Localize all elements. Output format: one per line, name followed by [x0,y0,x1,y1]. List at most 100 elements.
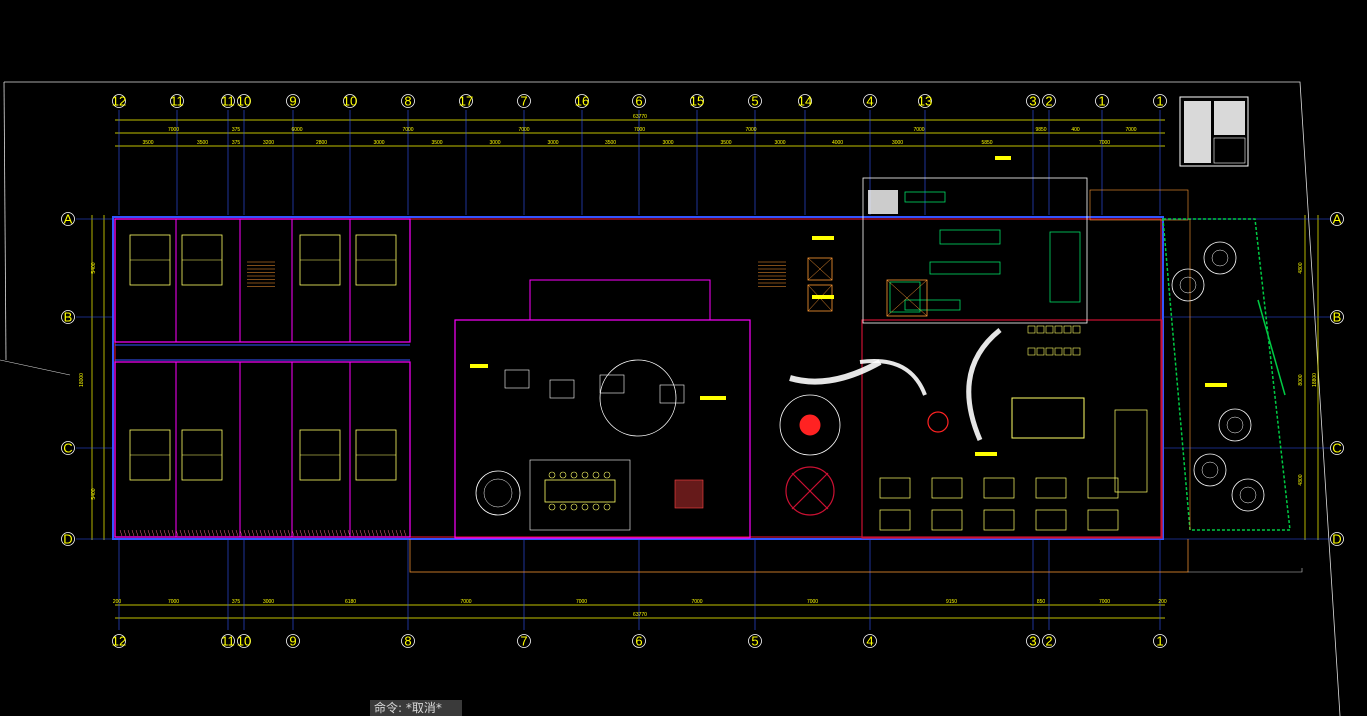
balcony-hatch [139,529,143,537]
top-axis-label: 11 [221,94,235,109]
right-dimension-lines [1304,215,1319,540]
top-dimension-text: 375 [232,127,241,133]
balcony-hatch [275,529,279,537]
chair-icon [592,471,600,479]
balcony-hatch [171,529,175,537]
top-axis-label: 15 [690,94,704,109]
chair-icon [1027,325,1036,334]
top-axis-label: 13 [918,94,932,109]
umbrella-table-inner [1211,249,1229,267]
balcony-hatch [323,529,327,537]
kitchen-equipment-icon [929,261,1001,275]
bottom-axis-label: 6 [635,634,642,649]
balcony-hatch [403,529,407,537]
balcony-hatch [339,529,343,537]
command-value: *取消* [405,701,442,715]
top-axis-label: 10 [343,94,357,109]
top-axis-label: 16 [575,94,589,109]
chair-icon [1054,347,1063,356]
top-dimension-text: 7000 [745,127,756,133]
dining-table-icon [1087,509,1119,531]
dining-table-icon [1035,477,1067,499]
top-axis-label-circle [918,94,932,108]
top-axis-label-circle [1042,94,1056,108]
right-axis-label: B [1333,310,1342,325]
umbrella-table-icon [1203,241,1237,275]
bottom-dimension-text: 850 [1037,599,1046,605]
right-dimension-text: 18800 [1312,373,1318,387]
balcony-hatch [123,529,127,537]
balcony-hatch [259,529,263,537]
chair-icon [1027,347,1036,356]
bottom-axis-label-circle [1026,634,1040,648]
chair-icon [548,503,556,511]
balcony-hatch [391,529,395,537]
umbrella-table-inner [1179,276,1197,294]
bottom-axis-label-circle [632,634,646,648]
chair-icon [592,503,600,511]
balcony-hatch [179,529,183,537]
top-axis-label: 1 [1098,94,1105,109]
top-dimension-text: 7000 [168,127,179,133]
top-dimension-text: 400 [1071,127,1080,133]
title-block[interactable] [1179,96,1249,167]
bottom-dimension-text: 7000 [807,599,818,605]
balcony-hatch [243,529,247,537]
paper-boundary-left [3,81,7,361]
kitchen-equipment-icon [1049,231,1081,303]
left-dimension-text: 5400 [91,262,97,273]
meeting-table-icon [544,479,616,503]
top-dimension-text: 3200 [263,140,274,146]
furniture-layer [119,190,1265,537]
chair-icon [1045,347,1054,356]
bottom-axis-label-circle [748,634,762,648]
chair-icon [559,503,567,511]
balcony-hatch [379,529,383,537]
top-dimension-text: 3000 [662,140,673,146]
top-dimension-text: 7000 [634,127,645,133]
kitchen-equipment-icon [939,229,1001,245]
overall-dimension-bottom: 63770 [633,612,647,618]
top-axis-label-circle [221,94,235,108]
banquet-table-icon [1011,397,1085,439]
balcony-hatch [215,529,219,537]
terrace-landscape [1162,218,1291,531]
right-axis-label-circle [1330,310,1344,324]
right-axis-label: D [1332,532,1341,547]
bottom-dimension-text: 7000 [691,599,702,605]
meeting-room-outline [529,459,631,531]
balcony-hatch [187,529,191,537]
balcony-hatch [167,529,171,537]
bottom-axis-label: 3 [1029,634,1036,649]
left-axis-label-circle [61,441,75,455]
left-axis-label: C [63,441,72,456]
bottom-axis-label-circle [286,634,300,648]
bottom-axis-label: 9 [289,634,296,649]
command-line[interactable]: 命令: *取消* [370,700,462,716]
dining-table-icon [879,477,911,499]
right-dimension-text: 4800 [1298,474,1304,485]
balcony-hatch [159,529,163,537]
balcony-hatch [227,529,231,537]
balcony-hatch [347,529,351,537]
lobby-round-features [475,328,1002,516]
balcony-hatch [363,529,367,537]
umbrella-table-inner [1239,486,1257,504]
top-axis-label-circle [798,94,812,108]
bottom-axis-label: 4 [866,634,873,649]
left-axis-label: D [63,532,72,547]
top-dimension-text: 7000 [913,127,924,133]
top-dimension-text: 3500 [431,140,442,146]
top-axis-label-circle [690,94,704,108]
top-dimension-text: 3500 [605,140,616,146]
top-axis-label: 2 [1045,94,1052,109]
balcony-hatch [375,529,379,537]
top-dimension-text: 3000 [373,140,384,146]
left-axis-label-circle [61,532,75,546]
bottom-axis-label: 12 [112,634,126,649]
balcony-hatch [355,529,359,537]
top-dimension-text: 7000 [1125,127,1136,133]
